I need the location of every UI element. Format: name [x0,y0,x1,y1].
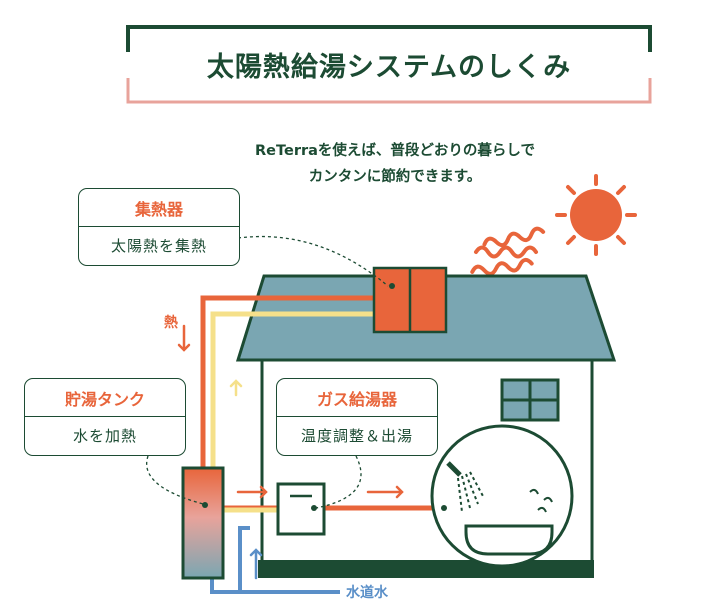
flow-arrows [177,324,404,580]
intro-line-1: ReTerraを使えば、普段どおりの暮らしで [255,143,535,159]
page-title: 太陽熱給湯システムのしくみ [206,51,572,83]
title-frame [126,25,652,104]
tap-water-label: 水道水 [346,585,388,601]
intro-line-2: カンタンに節約できます。 [308,169,482,185]
solar-collector [372,266,448,334]
tank-callout-title: 貯湯タンク [25,379,185,417]
collector-callout-desc: 太陽熱を集熱 [110,237,207,255]
tank-callout: 貯湯タンク 水を加熱 [24,378,186,456]
gas-heater-callout-title: ガス給湯器 [277,379,437,417]
storage-tank [181,466,225,580]
bathroom-illustration [430,424,574,568]
sun-icon [555,174,637,256]
collector-callout: 集熱器 太陽熱を集熱 [78,188,240,266]
gas-heater-callout: ガス給湯器 温度調整＆出湯 [276,378,438,456]
heat-label: 熱 [164,315,178,331]
callout-leader-lines [146,235,389,509]
collector-callout-title: 集熱器 [79,189,239,227]
window [500,378,560,422]
tap-water-pipes [210,526,340,594]
intro-text: ReTerraを使えば、普段どおりの暮らしで カンタンに節約できます。 [200,138,590,190]
gas-heater-callout-desc: 温度調整＆出湯 [300,427,413,445]
gas-water-heater [276,482,326,536]
tank-callout-desc: 水を加熱 [72,427,137,445]
title-box: 太陽熱給湯システムのしくみ [128,24,650,104]
